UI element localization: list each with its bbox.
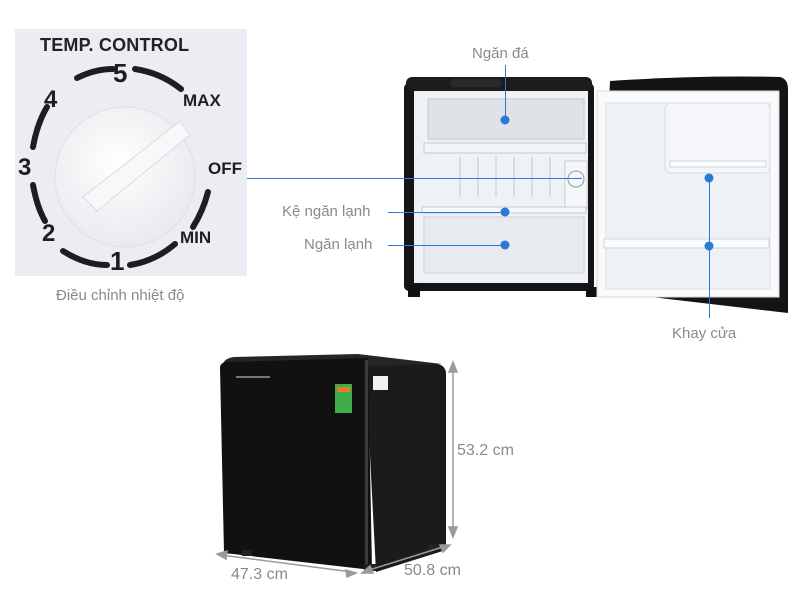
freezer-label: Ngăn đá: [472, 45, 529, 62]
dial-mark-4: 4: [44, 86, 58, 113]
fridge-closed-photo: [210, 350, 490, 580]
dial-off-label: OFF: [208, 159, 242, 178]
dial-mark-3: 3: [18, 154, 32, 181]
depth-dimension-label: 50.8 cm: [404, 562, 461, 579]
fridge-callout-dot: [500, 240, 510, 250]
shelf-callout-line: [388, 212, 505, 213]
freezer-callout-dot: [500, 115, 510, 125]
temp-control-dial-photo: [15, 29, 247, 276]
shelf-callout-dot: [500, 207, 510, 217]
door-tray-label: Khay cửa: [672, 325, 737, 342]
dial-mark-5: 5: [113, 58, 128, 88]
dial-caption: Điều chỉnh nhiệt độ: [56, 287, 185, 304]
thermostat-callout-line: [247, 178, 582, 179]
dial-min-label: MIN: [180, 228, 212, 247]
dial-graphic: [30, 66, 211, 268]
dial-mark-1: 1: [110, 246, 125, 276]
fridge-label: Ngăn lạnh: [304, 236, 373, 253]
dial-title: TEMP. CONTROL: [40, 35, 190, 55]
height-dimension-label: 53.2 cm: [457, 442, 514, 459]
width-dimension-label: 47.3 cm: [231, 566, 288, 583]
dial-max-label: MAX: [183, 91, 221, 110]
dial-mark-2: 2: [42, 220, 56, 247]
door-tray-callout-line: [709, 178, 710, 318]
fridge-callout-line: [388, 245, 505, 246]
freezer-callout-line: [505, 65, 506, 120]
shelf-label: Kệ ngăn lạnh: [282, 203, 371, 220]
